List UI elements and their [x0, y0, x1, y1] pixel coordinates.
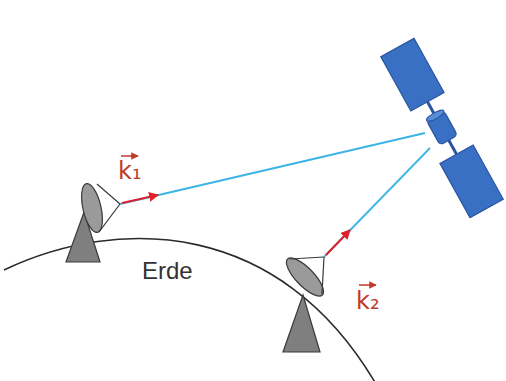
signal-line — [324, 148, 430, 257]
wave-vector-arrow — [122, 195, 158, 203]
ground-antenna — [281, 253, 329, 352]
satellite — [381, 38, 503, 217]
vector-accent — [121, 155, 138, 157]
vector-accent — [359, 284, 376, 286]
vector-label: k₂ — [356, 288, 380, 314]
signal-line — [120, 133, 425, 204]
ground-antenna — [66, 182, 120, 262]
vector-label: k₁ — [118, 158, 142, 184]
earth-outline — [4, 239, 376, 381]
region-label: Erde — [142, 258, 193, 284]
wave-vector-arrow — [326, 230, 350, 255]
